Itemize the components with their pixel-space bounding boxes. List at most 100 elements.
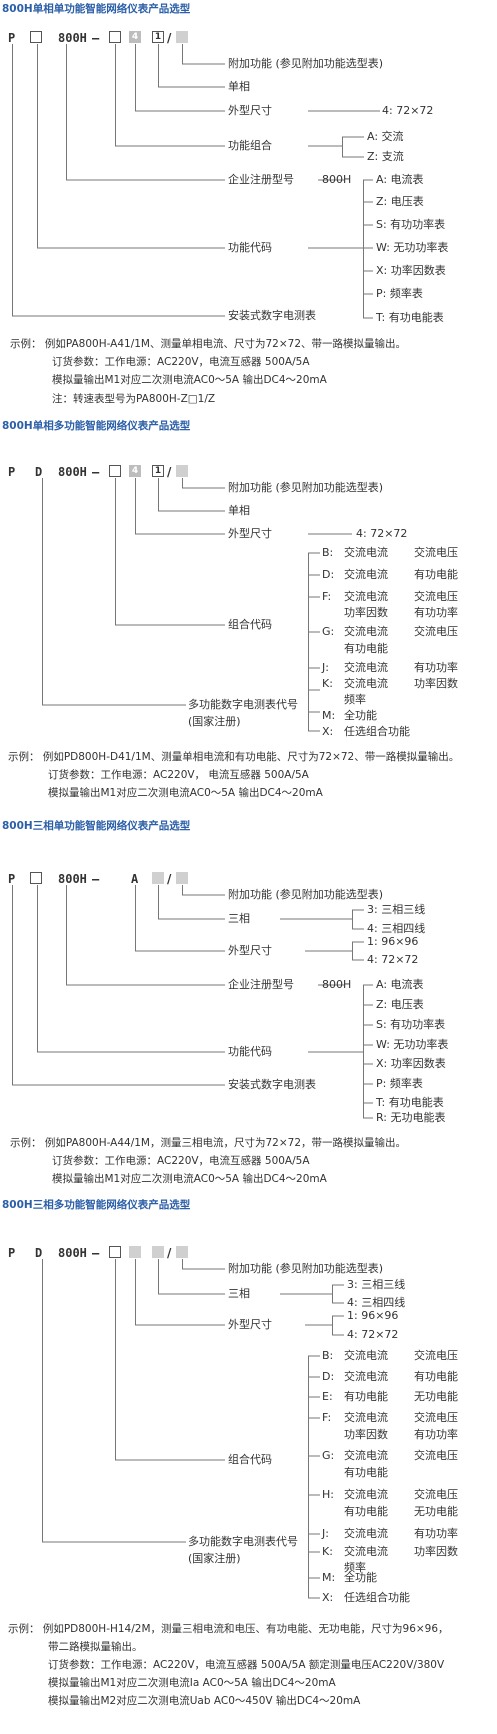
s4-combo-b-8: 无功电能 <box>414 1505 458 1518</box>
s2-combo-b-1: 有功电能 <box>414 568 458 581</box>
s2-combo-a-0: 交流电流 <box>344 546 388 559</box>
s2-combo-b-6: 有功功率 <box>414 661 458 674</box>
s4-combo-a-9: 交流电流 <box>344 1527 388 1540</box>
s4-combo-letter-10: K: <box>322 1545 333 1558</box>
s4-combo-b-4: 有功功率 <box>414 1428 458 1441</box>
s2-combo-letter-6: J: <box>322 661 329 674</box>
s3-example-1: 订货参数：工作电源：AC220V，电流互感器 500A/5A <box>52 1155 310 1167</box>
s2-code-dash: — <box>92 465 100 479</box>
s1-code-dash: — <box>92 31 100 45</box>
s1-code-opt-2: S: 有功功率表 <box>376 218 446 231</box>
s3-label-size: 外型尺寸 <box>228 944 272 957</box>
s3-code-box-1 <box>30 872 42 884</box>
s3-label-func-code: 功能代码 <box>228 1045 272 1058</box>
s4-combo-a-11: 频率 <box>344 1561 366 1574</box>
s2-combo-a-7: 交流电流 <box>344 677 388 690</box>
s2-combo-letter-2: F: <box>322 590 332 603</box>
s3-code-p: P <box>8 872 16 886</box>
s1-code-opt-0: A: 电流表 <box>376 173 424 186</box>
s3-code-a: A <box>131 872 139 886</box>
section-1-title: 800H单相单功能智能网络仪表产品选型 <box>2 3 191 15</box>
s1-code-box-2 <box>109 31 121 43</box>
s4-code-d: D <box>35 1246 43 1260</box>
s3-code-opt-0: A: 电流表 <box>376 978 424 991</box>
s4-combo-a-7: 交流电流 <box>344 1488 388 1501</box>
s2-label-phase: 单相 <box>228 504 250 517</box>
s2-combo-letter-10: X: <box>322 725 334 738</box>
s2-combo-a-2: 交流电流 <box>344 590 388 603</box>
s2-code-box-3: 4 <box>129 465 141 477</box>
s4-example-2: 订货参数：工作电源：AC220V，电流互感器 500A/5A 额定测量电压AC2… <box>48 1659 445 1671</box>
s2-combo-a-10: 任选组合功能 <box>344 725 410 738</box>
s1-code-opt-4: X: 功率因数表 <box>376 264 446 277</box>
s4-combo-letter-12: M: <box>322 1571 336 1584</box>
s3-code-model: 800H <box>58 872 87 886</box>
s1-example-1: 订货参数：工作电源：AC220V，电流互感器 500A/5A <box>52 356 310 368</box>
s4-label-phase: 三相 <box>228 1287 250 1300</box>
s3-size-opt-1: 4: 72×72 <box>367 953 419 966</box>
s2-example-0: 示例： 例如PD800H-D41/1M、测量单相电流和有功电能、尺寸为72×72… <box>8 751 460 763</box>
s1-code-box-3: 4 <box>129 31 141 43</box>
s2-code-box-4: 1 <box>152 465 164 477</box>
s4-combo-a-12: 全功能 <box>344 1571 377 1584</box>
s4-combo-letter-0: B: <box>322 1349 334 1362</box>
s2-combo-a-9: 全功能 <box>344 709 377 722</box>
s4-phase-opt-0: 3: 三相三线 <box>347 1278 406 1291</box>
s1-label-install: 安装式数字电测表 <box>228 309 316 322</box>
s1-label-additional: 附加功能 (参见附加功能选型表) <box>228 57 384 70</box>
s3-phase-opt-0: 3: 三相三线 <box>367 903 426 916</box>
s4-code-box-4 <box>152 1246 164 1258</box>
s1-label-size: 外型尺寸 <box>228 104 272 117</box>
s1-code-opt-5: P: 频率表 <box>376 287 423 300</box>
s4-code-box-2 <box>109 1246 121 1258</box>
s3-code-opt-3: W: 无功功率表 <box>376 1038 449 1051</box>
s1-example-2: 模拟量输出M1对应二次测电流AC0～5A 输出DC4～20mA <box>52 374 327 386</box>
s3-label-phase: 三相 <box>228 912 250 925</box>
s3-label-reg-model: 企业注册型号 <box>228 978 294 991</box>
s2-combo-b-3: 有功功率 <box>414 606 458 619</box>
s2-example-2: 模拟量输出M1对应二次测电流AC0～5A 输出DC4～20mA <box>48 787 323 799</box>
s2-combo-a-3: 功率因数 <box>344 606 388 619</box>
s1-size-value: 4: 72×72 <box>382 104 434 117</box>
s4-combo-b-0: 交流电压 <box>414 1349 458 1362</box>
s4-combo-a-8: 有功电能 <box>344 1505 388 1518</box>
s3-code-box-5 <box>176 872 188 884</box>
s4-code-box-3 <box>129 1246 141 1258</box>
s1-reg-value: 800H <box>322 173 352 186</box>
s2-label-combo-code: 组合代码 <box>228 618 272 631</box>
s2-combo-letter-1: D: <box>322 568 335 581</box>
s4-example-1: 带二路模拟量输出。 <box>48 1641 143 1653</box>
s4-combo-a-13: 任选组合功能 <box>344 1591 410 1604</box>
s4-combo-a-6: 有功电能 <box>344 1466 388 1479</box>
s2-combo-letter-7: K: <box>322 677 333 690</box>
s1-code-box-4: 1 <box>152 31 164 43</box>
s4-combo-b-7: 交流电压 <box>414 1488 458 1501</box>
s4-combo-b-5: 交流电压 <box>414 1449 458 1462</box>
s1-code-p: P <box>8 31 16 45</box>
s3-label-additional: 附加功能 (参见附加功能选型表) <box>228 888 384 901</box>
s2-example-1: 订货参数：工作电源：AC220V， 电流互感器 500A/5A <box>48 769 309 781</box>
s1-example-0: 示例： 例如PA800H-A41/1M、测量单相电流、尺寸为72×72、带一路模… <box>10 338 407 350</box>
s2-combo-a-5: 有功电能 <box>344 642 388 655</box>
s2-combo-a-1: 交流电流 <box>344 568 388 581</box>
s2-label-national: (国家注册) <box>188 715 241 728</box>
s4-size-opt-0: 1: 96×96 <box>347 1309 399 1322</box>
s3-code-opt-2: S: 有功功率表 <box>376 1018 446 1031</box>
s4-combo-letter-7: H: <box>322 1488 334 1501</box>
s3-code-opt-1: Z: 电压表 <box>376 998 424 1011</box>
s2-label-meter-code: 多功能数字电测表代号 <box>188 698 298 711</box>
s3-label-install: 安装式数字电测表 <box>228 1078 316 1091</box>
s4-combo-b-9: 有功功率 <box>414 1527 458 1540</box>
s3-phase-opt-1: 4: 三相四线 <box>367 922 426 935</box>
s4-combo-letter-2: E: <box>322 1390 333 1403</box>
s3-code-opt-5: P: 频率表 <box>376 1077 423 1090</box>
s4-code-model: 800H <box>58 1246 87 1260</box>
s4-combo-letter-5: G: <box>322 1449 335 1462</box>
s2-label-additional: 附加功能 (参见附加功能选型表) <box>228 481 384 494</box>
s1-example-3: 注：转速表型号为PA800H-Z□1/Z <box>52 393 216 405</box>
s3-code-opt-6: T: 有功电能表 <box>376 1096 444 1109</box>
s4-phase-opt-1: 4: 三相四线 <box>347 1296 406 1309</box>
s2-code-slash: / <box>167 465 172 479</box>
s4-label-meter-code: 多功能数字电测表代号 <box>188 1535 298 1548</box>
